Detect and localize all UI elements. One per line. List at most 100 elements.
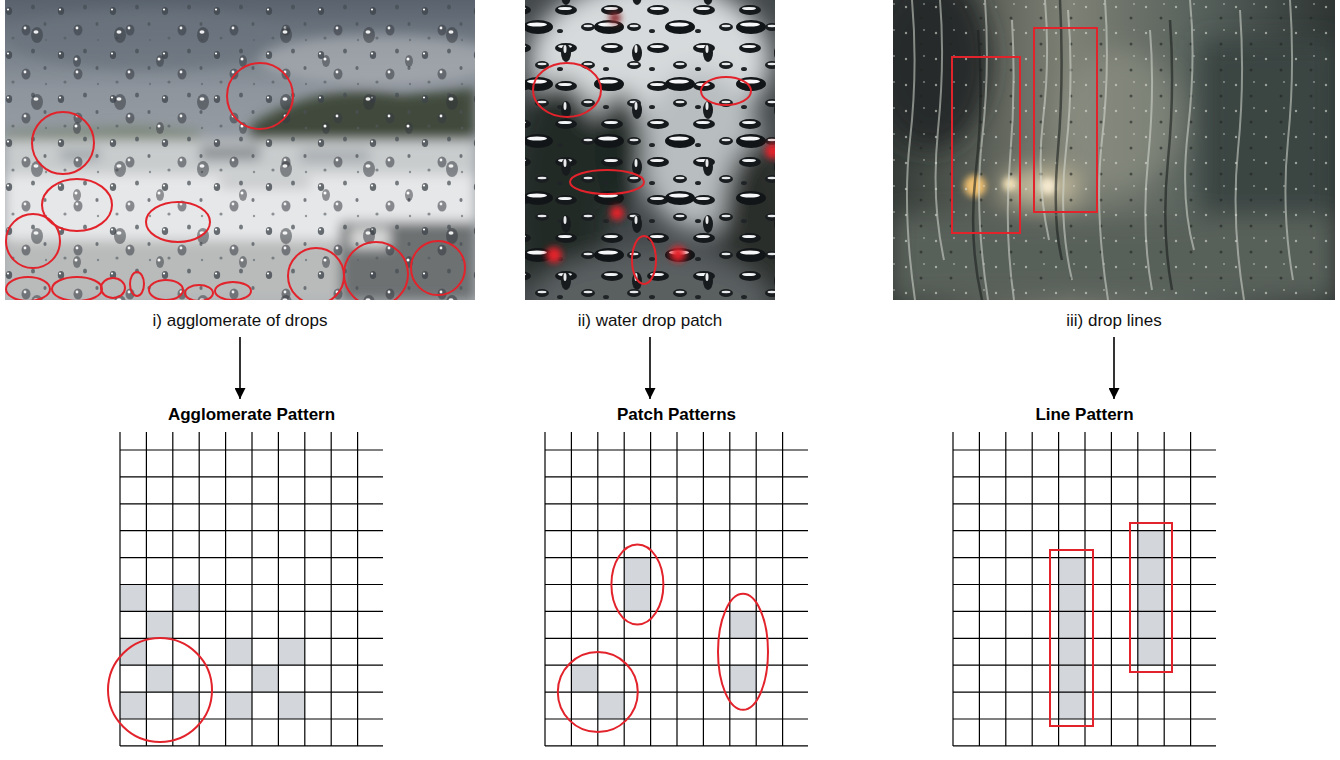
pixel-grid (545, 432, 808, 746)
grey-cell (173, 692, 199, 719)
highlight-box (1050, 550, 1093, 726)
pixel-grid (953, 432, 1216, 746)
highlight-circle (185, 285, 213, 300)
drop-streak (1008, 20, 1014, 300)
drop-streak (936, 0, 944, 260)
photo-panel: iii) drop lines (889, 0, 1339, 332)
highlight-circle (533, 63, 751, 284)
pixel-grid (953, 432, 1216, 746)
highlight-circle (6, 277, 50, 300)
grey-cell (598, 692, 624, 719)
rain-photo (525, 0, 775, 300)
red-light (546, 12, 775, 263)
photo-caption: ii) water drop patch (521, 310, 779, 332)
photo-panel: i) agglomerate of drops (1, 0, 479, 332)
highlight-box (1050, 523, 1172, 726)
highlight-circle (227, 63, 293, 129)
highlight-circle (108, 638, 212, 742)
drop-streak (1145, 30, 1152, 290)
highlight-box (952, 57, 1020, 233)
rain-photo (5, 0, 475, 300)
rain-photo (893, 0, 1335, 300)
drop-streak (1185, 0, 1194, 250)
highlight-box (1034, 28, 1097, 212)
grey-cell (571, 665, 597, 692)
rain-photo (5, 0, 475, 300)
highlight-circle (288, 248, 344, 300)
drop-streak (1063, 10, 1072, 280)
grey-cell (146, 611, 172, 638)
red-light (670, 246, 686, 262)
highlight-circle (611, 545, 663, 625)
drop-streak (907, 0, 1293, 300)
rain-photo (525, 0, 775, 300)
drop-streak (973, 30, 982, 300)
highlight-circle (570, 170, 644, 194)
drop-streak (1165, 20, 1172, 290)
pattern-title: Agglomerate Pattern (116, 404, 387, 426)
grey-cell (120, 692, 146, 719)
drop-streak (979, 0, 988, 300)
highlight-circle (130, 272, 144, 296)
rain-photo (5, 0, 475, 300)
grey-cell (730, 665, 756, 692)
drop-streak (1236, 10, 1244, 300)
grey-cell (120, 585, 146, 612)
highlight-circle (533, 63, 601, 117)
grey-cell (146, 665, 172, 692)
highlight-circle (718, 594, 768, 710)
highlight-circle (344, 242, 408, 300)
highlight-circle (6, 63, 465, 300)
highlight-circle (411, 241, 465, 295)
highlight-circle (101, 278, 125, 298)
grey-cell (226, 692, 252, 719)
grey-cell (1138, 531, 1164, 666)
grey-cell (624, 585, 650, 612)
highlight-box (952, 28, 1097, 233)
highlight-box (1130, 523, 1172, 672)
rain-photo (525, 0, 775, 300)
rain-photo (893, 0, 1335, 300)
rain-photo (525, 0, 775, 300)
photo-caption: iii) drop lines (889, 310, 1339, 332)
grey-cell (173, 585, 199, 612)
highlight-circle (52, 277, 102, 300)
highlight-circle (701, 77, 751, 105)
grey-cell (278, 638, 304, 665)
pixel-grid (545, 432, 808, 746)
rain-photo (893, 0, 1335, 300)
grey-cell (624, 558, 650, 585)
drop-streak (907, 0, 915, 300)
arrow-connector (1113, 337, 1115, 399)
highlight-circle (558, 652, 638, 732)
highlight-circle (6, 214, 60, 268)
red-light (609, 12, 621, 24)
highlight-circle (558, 545, 768, 733)
grey-cell (252, 665, 278, 692)
pixel-grid (108, 432, 383, 746)
rain-photo (5, 0, 475, 300)
highlight-circle (146, 202, 210, 242)
highlight-circle (149, 280, 183, 300)
grey-cell (730, 611, 756, 638)
drop-streak (1041, 0, 1049, 240)
pattern-title: Patch Patterns (541, 404, 812, 426)
rain-photo (893, 0, 1335, 300)
pattern-title: Line Pattern (949, 404, 1220, 426)
drop-streak (1099, 0, 1108, 300)
photo-panel: ii) water drop patch (521, 0, 779, 332)
red-light (610, 206, 624, 220)
highlight-circle (32, 112, 94, 174)
highlight-circle (215, 282, 251, 300)
arrow-connector (239, 337, 241, 399)
pattern-panel: Line Pattern (949, 404, 1220, 426)
drop-streak (1056, 0, 1062, 260)
rain-photo (525, 0, 775, 300)
pattern-panel: Patch Patterns (541, 404, 812, 426)
pixel-grid (120, 432, 383, 746)
grey-cell (278, 692, 304, 719)
grey-cell (226, 638, 252, 665)
